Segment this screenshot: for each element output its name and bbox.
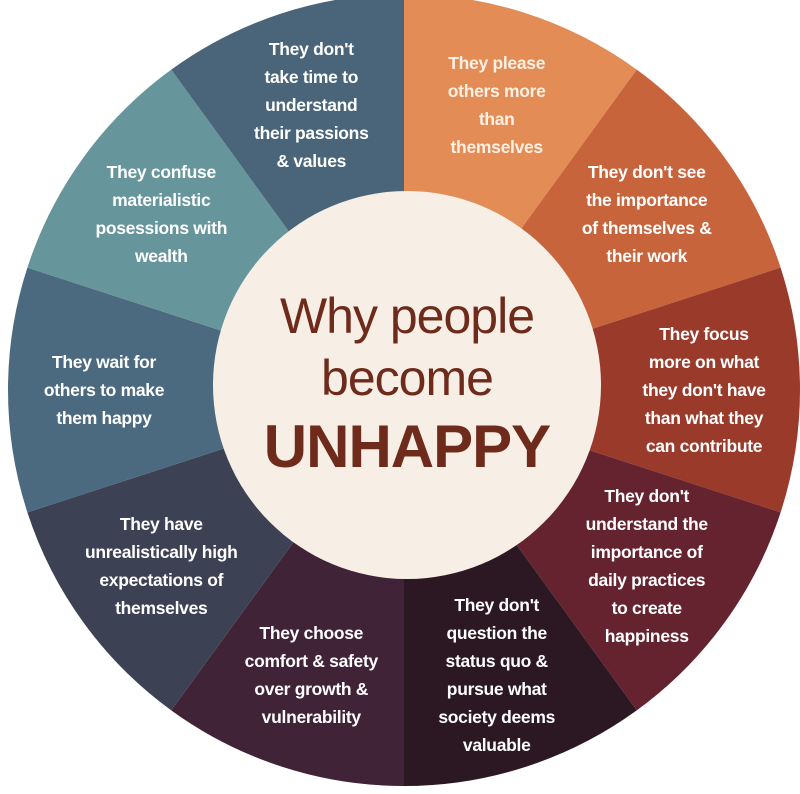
wheel-segment <box>404 267 800 513</box>
segment-label-line: daily practices <box>588 570 706 591</box>
segment-label: They don't question the status quo & pursue… <box>438 591 555 759</box>
segment-label-line: They please <box>448 52 546 73</box>
segment-label-line: They focus <box>659 324 749 344</box>
segment-label-line: to create <box>611 598 683 619</box>
segment-label-line: valuable <box>462 735 531 756</box>
segment-label-line: They don't see <box>587 161 706 182</box>
segment-label: They please others more than themselves <box>448 49 546 161</box>
segment-label-line: They have <box>119 514 203 535</box>
segment-label-line: They wait for <box>51 352 157 372</box>
segment-label-line: them happy <box>56 408 152 428</box>
title-line-3: UNHAPPY <box>263 413 551 480</box>
title-line-2: become <box>321 350 494 406</box>
segment-label: They focus more on what they don't have tha… <box>642 320 765 460</box>
segment-label-line: than what they <box>644 408 764 428</box>
segment-label-line: they don't have <box>642 380 766 400</box>
title-line-1: Why people <box>279 288 535 344</box>
segment-label-line: others more <box>447 80 546 101</box>
center-circle <box>213 191 601 579</box>
segment-label-line: understand <box>265 94 358 115</box>
segment-label-line: their work <box>606 245 688 266</box>
segment-label-line: & values <box>276 150 347 171</box>
segment-label-line: materialistic <box>112 189 211 210</box>
segment-label-line: expectations of <box>99 570 224 591</box>
segment-label-line: status quo & <box>445 651 549 672</box>
segment-label-line: themselves <box>450 136 544 157</box>
segment-label-line: more on what <box>648 352 760 372</box>
segment-label: They don't take time to understand their pa… <box>254 35 369 175</box>
segment-label-line: over growth & <box>254 679 369 700</box>
segment-label: They confuse materialistic posessions with… <box>95 158 227 270</box>
segment-label: They have unrealistically high expectation… <box>85 510 238 622</box>
segment-label-line: vulnerability <box>261 707 361 728</box>
segment-label-line: their passions <box>254 122 369 143</box>
segment-label-line: of themselves & <box>581 217 712 238</box>
segment-label-line: themselves <box>115 598 208 619</box>
segment-label-line: society deems <box>438 707 556 728</box>
segment-label-line: question the <box>446 623 547 644</box>
segment-label-line: importance of <box>590 542 703 563</box>
segment-label-line: the importance <box>586 189 708 210</box>
segment-label-line: pursue what <box>446 679 547 700</box>
segment-label-line: comfort & safety <box>244 651 379 672</box>
segment-label-line: They confuse <box>106 161 217 182</box>
segment-label-line: They don't <box>604 486 690 507</box>
segment-label-line: understand the <box>585 514 709 535</box>
segment-label-line: take time to <box>264 66 359 87</box>
segment-label-line: unrealistically high <box>85 542 238 563</box>
segment-label: They don't see the importance of themselve… <box>582 158 712 270</box>
segment-label-line: wealth <box>134 245 188 266</box>
segment-label: They choose comfort & safety over growth &… <box>244 619 379 731</box>
segment-label: They don't understand the importance of dai… <box>585 482 709 650</box>
segment-label-line: They choose <box>259 623 364 644</box>
segment-label: They wait for others to make them happy <box>43 348 165 432</box>
segment-label-line: happiness <box>604 626 689 647</box>
segment-label-line: than <box>478 108 515 129</box>
center-title: Why people become UNHAPPY <box>263 285 551 485</box>
segment-label-line: They don't <box>454 595 540 616</box>
segment-label-line: posessions with <box>95 217 228 238</box>
segment-label-line: can contribute <box>645 436 763 456</box>
wheel-segment <box>8 267 404 513</box>
segment-label-line: others to make <box>43 380 165 400</box>
segment-label-line: They don't <box>268 38 354 59</box>
